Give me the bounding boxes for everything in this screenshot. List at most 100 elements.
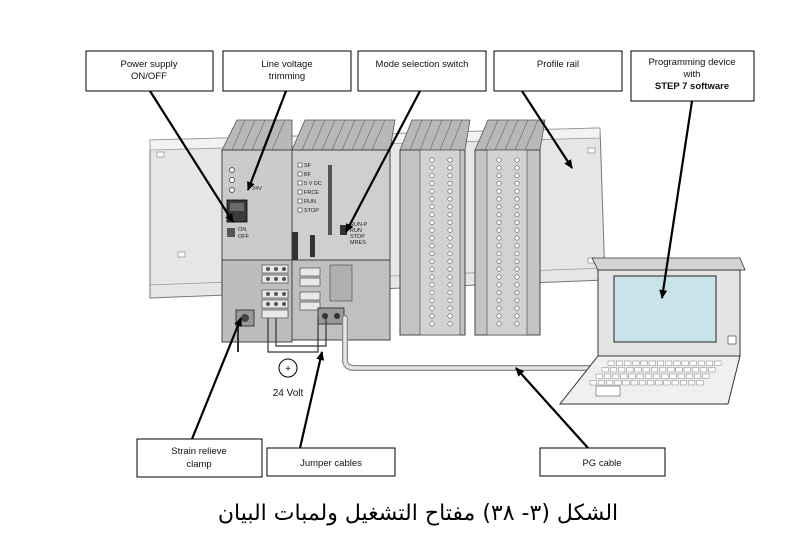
terminal-pin-icon [447,266,453,272]
terminal-pin-icon [429,243,435,249]
keyboard-key-icon [677,373,685,379]
keyboard-key-icon [618,367,626,373]
terminal-pin-icon [514,297,520,303]
terminal-pin-icon [496,165,502,171]
arrow-jumper-cables [298,351,325,449]
mode-label-mres: MRES [350,240,366,246]
figure-caption: الشكل (٣- ٣٨) مفتاح التشغيل ولمبات البيا… [218,501,618,526]
terminal-pin-icon [429,157,435,163]
label-power-supply: Power supply ON/OFF [85,50,214,92]
terminal-pin-icon [514,313,520,319]
terminal-pin-icon [496,290,502,296]
led-icon [297,198,303,204]
arrow-mode-switch [345,90,421,233]
terminal-pin-icon [496,266,502,272]
terminal-pin-icon [447,196,453,202]
terminal-pin-icon [429,173,435,179]
keyboard-key-icon [607,360,615,366]
keyboard-key-icon [595,373,603,379]
memory-card-slot [328,165,332,235]
terminal-pin-icon [514,282,520,288]
ps-led-icon [229,167,235,173]
terminal-pin-icon [496,321,502,327]
keyboard-key-icon [628,373,636,379]
label-line-voltage: Line voltage trimming [222,50,352,92]
power-supply-module: 24V ON OFF [221,119,293,352]
keyboard-key-icon [642,367,650,373]
cpu-module: SF BF 5 V DC FRCE RUN STOP RUN-P RUN STO… [291,119,396,341]
label-programming-device: Programming device with STEP 7 software [630,50,755,102]
terminal-pin-icon [496,282,502,288]
terminal-pin-icon [496,313,502,319]
svg-text:Strain relieve: Strain relieve [171,446,226,457]
keyboard-key-icon [589,380,597,386]
svg-text:Profile rail: Profile rail [537,59,579,70]
terminal-pin-icon [447,157,453,163]
terminal-pin-icon [429,297,435,303]
led-label-stop: STOP [304,208,319,214]
terminal-pin-icon [514,321,520,327]
svg-text:with: with [683,69,701,80]
ps-switch-off-label: OFF [238,234,250,240]
terminal-pin-icon [429,227,435,233]
terminal-pin-icon [447,282,453,288]
terminal-pin-icon [514,258,520,264]
terminal-pin-icon [447,258,453,264]
arrow-programming-device [659,100,694,299]
terminal-pin-icon [447,321,453,327]
terminal-pin-icon [496,274,502,280]
terminal-pin-icon [429,266,435,272]
terminal-pin-icon [447,180,453,186]
leader-arrows [149,90,694,449]
led-icon [297,162,303,168]
led-icon [297,189,303,195]
keyboard-key-icon [620,373,628,379]
keyboard-key-icon [683,367,691,373]
terminal-pin-icon [447,212,453,218]
jumper-cables [267,318,327,353]
terminal-pin-icon [514,180,520,186]
terminal-pin-icon [429,180,435,186]
keyboard-key-icon [651,367,658,373]
terminal-pin-icon [514,173,520,179]
terminal-pin-icon [514,305,520,311]
keyboard-key-icon [663,380,671,386]
terminal-pin-icon [447,204,453,210]
terminal-pin-icon [447,243,453,249]
mode-label-run: RUN [350,228,362,234]
terminal-pin-icon [514,165,520,171]
keyboard-key-icon [636,373,644,379]
led-label-5vdc: 5 V DC [304,181,322,187]
terminal-pin-icon [514,227,520,233]
arrow-pg-cable [515,367,589,449]
keyboard-key-icon [700,367,708,373]
keyboard-key-icon [688,380,696,386]
keyboard-key-icon [630,380,638,386]
terminal-pin-icon [429,188,435,194]
keyboard-key-icon [612,373,620,379]
keyboard-key-icon [632,360,640,366]
keyboard-key-icon [606,380,614,386]
terminal-pin-icon [447,297,453,303]
keyboard-key-icon [669,373,677,379]
mpi-port-icon [317,307,345,325]
terminal-pin-icon [496,305,502,311]
ps-voltage-label: 24V [252,186,262,192]
svg-text:clamp: clamp [186,459,211,470]
keyboard-key-icon [680,380,687,386]
terminal-pin-icon [429,274,435,280]
terminal-pin-icon [447,290,453,296]
signal-module-1 [399,119,471,336]
svg-text:Mode selection switch: Mode selection switch [376,59,469,70]
terminal-pin-icon [429,165,435,171]
terminal-pin-icon [447,235,453,241]
led-label-sf: SF [304,163,312,169]
keyboard-key-icon [614,380,622,386]
keyboard-key-icon [610,367,617,373]
keyboard-key-icon [648,360,656,366]
terminal-pin-icon [496,297,502,303]
keyboard-key-icon [671,380,679,386]
terminal-pin-icon [514,204,520,210]
terminal-pin-icon [447,313,453,319]
keyboard-key-icon [667,367,675,373]
